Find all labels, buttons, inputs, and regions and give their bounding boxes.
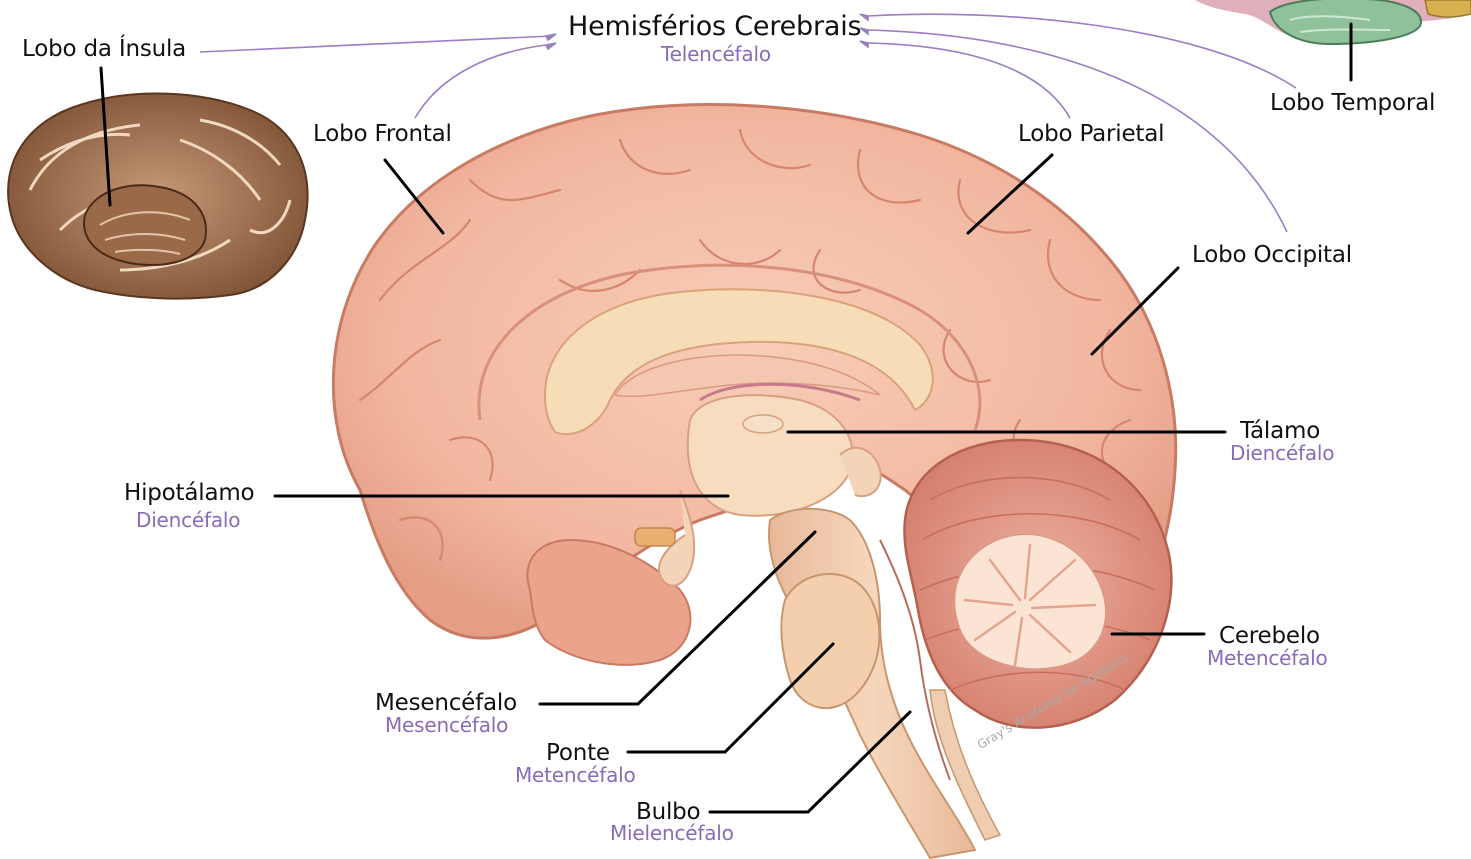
label-occipital: Lobo Occipital <box>1192 244 1352 267</box>
label-midbrain: Mesencéfalo <box>375 692 517 715</box>
label-hypothalamus: Hipotálamo <box>124 482 254 505</box>
temporal-brain-inset <box>1195 0 1471 44</box>
label-temporal: Lobo Temporal <box>1270 92 1435 115</box>
label-medulla-division: Mielencéfalo <box>610 823 734 843</box>
label-pons: Ponte <box>546 742 610 765</box>
hemispheres-title: Hemisférios Cerebrais <box>568 13 861 40</box>
label-hypothalamus-division: Diencéfalo <box>136 510 240 530</box>
label-insula: Lobo da Ínsula <box>22 38 186 61</box>
label-frontal: Lobo Frontal <box>313 123 452 146</box>
hemispheres-subtitle: Telencéfalo <box>661 44 771 64</box>
label-thalamus-division: Diencéfalo <box>1230 443 1334 463</box>
label-cerebellum: Cerebelo <box>1219 625 1320 648</box>
label-thalamus: Tálamo <box>1240 420 1320 443</box>
cerebellum-drawing <box>904 440 1171 728</box>
label-pons-division: Metencéfalo <box>515 765 636 785</box>
label-cerebellum-division: Metencéfalo <box>1207 648 1328 668</box>
label-parietal: Lobo Parietal <box>1018 123 1164 146</box>
insula-brain-inset <box>8 94 307 299</box>
label-midbrain-division: Mesencéfalo <box>385 715 508 735</box>
